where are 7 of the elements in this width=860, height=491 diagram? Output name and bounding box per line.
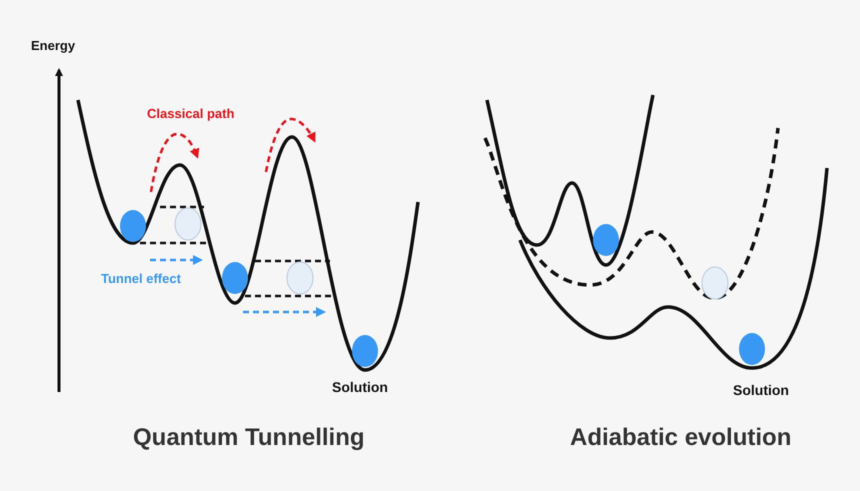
panel-caption: Quantum Tunnelling	[133, 426, 365, 450]
annotation: Tunnel effect	[101, 272, 181, 285]
annotation: Classical path	[147, 107, 234, 120]
annotation: Solution	[733, 383, 789, 397]
annotation: Solution	[332, 380, 388, 394]
axis-label: Energy	[31, 39, 76, 52]
panel-caption: Adiabatic evolution	[570, 426, 792, 450]
